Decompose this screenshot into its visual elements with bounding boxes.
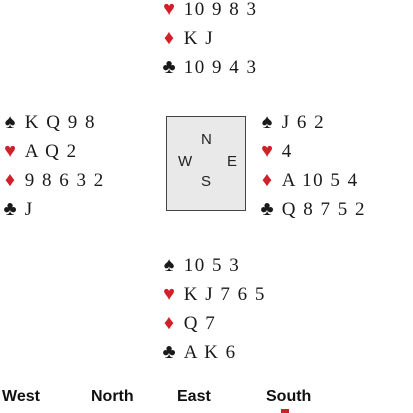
diamond-icon: ♦ — [261, 169, 273, 191]
east-hearts-cards: 4 — [281, 141, 293, 162]
north-diamonds-row: ♦ K J — [159, 24, 258, 53]
clipped-red-mark — [281, 409, 289, 413]
west-spades-row: ♠ K Q 9 8 — [0, 108, 105, 137]
heart-icon: ♥ — [163, 283, 175, 305]
east-clubs-cards: Q 8 7 5 2 — [281, 199, 366, 220]
heart-icon: ♥ — [261, 140, 273, 162]
north-hearts-row: ♥ 10 9 8 3 — [159, 0, 258, 24]
south-spades-row: ♠ 10 5 3 — [159, 251, 266, 280]
north-hand: ♥ 10 9 8 3 ♦ K J ♣ 10 9 4 3 — [159, 0, 258, 82]
north-hearts-cards: 10 9 8 3 — [183, 0, 258, 20]
east-diamonds-cards: A 10 5 4 — [281, 170, 359, 191]
diamond-icon: ♦ — [163, 312, 175, 334]
compass-south: S — [201, 173, 212, 190]
spade-icon: ♠ — [163, 254, 175, 276]
diamond-icon: ♦ — [4, 169, 16, 191]
east-spades-row: ♠ J 6 2 — [257, 108, 366, 137]
bidding-south-label: South — [266, 388, 312, 405]
south-diamonds-cards: Q 7 — [183, 313, 217, 334]
compass-east: E — [227, 153, 238, 170]
club-icon: ♣ — [162, 341, 176, 363]
spade-icon: ♠ — [4, 111, 16, 133]
east-clubs-row: ♣ Q 8 7 5 2 — [257, 195, 366, 224]
west-clubs-cards: J — [24, 199, 34, 220]
south-diamonds-row: ♦ Q 7 — [159, 309, 266, 338]
east-hearts-row: ♥ 4 — [257, 137, 366, 166]
west-hearts-cards: A Q 2 — [24, 141, 78, 162]
compass-box: N W E S — [166, 116, 246, 211]
bidding-west-label: West — [2, 388, 40, 405]
east-spades-cards: J 6 2 — [281, 112, 326, 133]
club-icon: ♣ — [3, 198, 17, 220]
club-icon: ♣ — [260, 198, 274, 220]
south-hearts-row: ♥ K J 7 6 5 — [159, 280, 266, 309]
west-diamonds-cards: 9 8 6 3 2 — [24, 170, 105, 191]
south-hand: ♠ 10 5 3 ♥ K J 7 6 5 ♦ Q 7 ♣ A K 6 — [159, 251, 266, 367]
east-diamonds-row: ♦ A 10 5 4 — [257, 166, 366, 195]
west-spades-cards: K Q 9 8 — [24, 112, 96, 133]
north-clubs-row: ♣ 10 9 4 3 — [159, 53, 258, 82]
south-clubs-cards: A K 6 — [183, 342, 237, 363]
heart-icon: ♥ — [163, 0, 175, 20]
west-hand: ♠ K Q 9 8 ♥ A Q 2 ♦ 9 8 6 3 2 ♣ J — [0, 108, 105, 224]
bidding-header: West North East South — [0, 386, 413, 413]
north-diamonds-cards: K J — [183, 28, 215, 49]
west-hearts-row: ♥ A Q 2 — [0, 137, 105, 166]
south-hearts-cards: K J 7 6 5 — [183, 284, 266, 305]
bidding-east-label: East — [177, 388, 211, 405]
heart-icon: ♥ — [4, 140, 16, 162]
compass-west: W — [178, 153, 193, 170]
north-clubs-cards: 10 9 4 3 — [183, 57, 258, 78]
west-clubs-row: ♣ J — [0, 195, 105, 224]
west-diamonds-row: ♦ 9 8 6 3 2 — [0, 166, 105, 195]
club-icon: ♣ — [162, 56, 176, 78]
spade-icon: ♠ — [261, 111, 273, 133]
bidding-north-label: North — [91, 388, 134, 405]
diamond-icon: ♦ — [163, 27, 175, 49]
south-clubs-row: ♣ A K 6 — [159, 338, 266, 367]
south-spades-cards: 10 5 3 — [183, 255, 241, 276]
east-hand: ♠ J 6 2 ♥ 4 ♦ A 10 5 4 ♣ Q 8 7 5 2 — [257, 108, 366, 224]
compass-north: N — [201, 131, 212, 148]
